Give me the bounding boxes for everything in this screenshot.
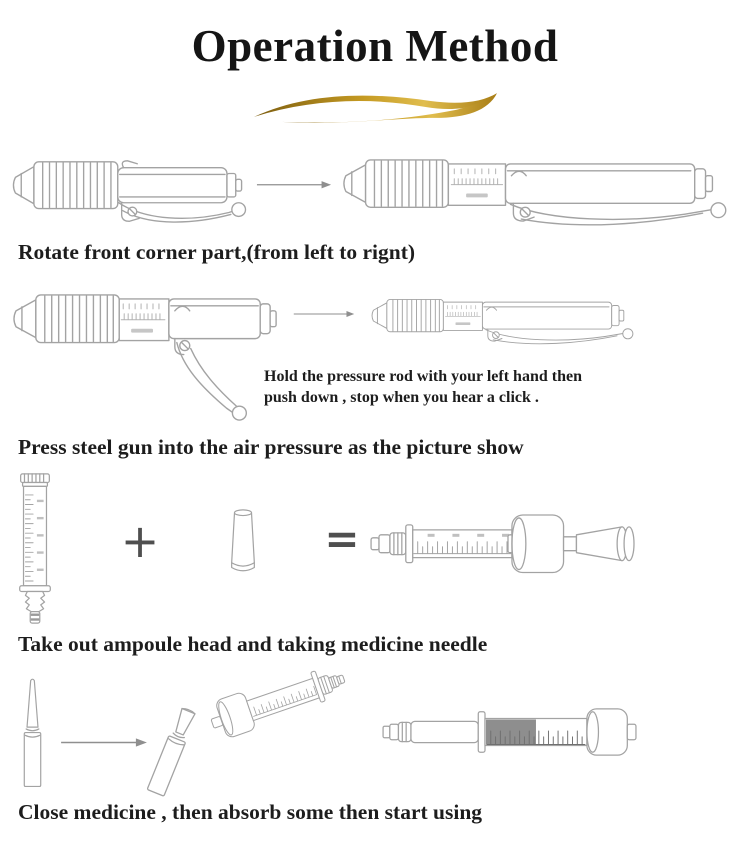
arrow-right-icon — [293, 310, 355, 318]
opened-ampoule-illustration — [133, 697, 211, 806]
pen-closed-illustration — [8, 154, 248, 232]
step4-caption: Close medicine , then absorb some then s… — [18, 800, 483, 824]
step2-note: Hold the pressure rod with your left han… — [264, 368, 582, 407]
arrow-right-icon — [256, 180, 332, 190]
step1-caption: Rotate front corner part,(from left to r… — [18, 240, 416, 264]
sealed-ampoule-illustration — [16, 676, 49, 791]
tilted-syringe-illustration — [203, 653, 362, 746]
step2-caption: Press steel gun into the air pressure as… — [18, 435, 524, 459]
filled-syringe-illustration — [380, 707, 640, 757]
pen-lever-closed-illustration — [368, 294, 644, 348]
pen-extended-scale-illustration — [338, 152, 742, 231]
page-title: Operation Method — [191, 21, 559, 71]
assembled-syringe-illustration — [368, 512, 646, 576]
pen-lever-down-illustration — [8, 287, 296, 426]
plus-icon: + — [120, 514, 160, 568]
graduated-ampoule-illustration — [13, 472, 57, 625]
gold-flourish-icon — [252, 84, 500, 126]
equals-icon: = — [324, 514, 360, 563]
arrow-right-icon — [60, 737, 148, 748]
step3-caption: Take out ampoule head and taking medicin… — [18, 632, 488, 656]
ampoule-head-illustration — [226, 506, 260, 578]
